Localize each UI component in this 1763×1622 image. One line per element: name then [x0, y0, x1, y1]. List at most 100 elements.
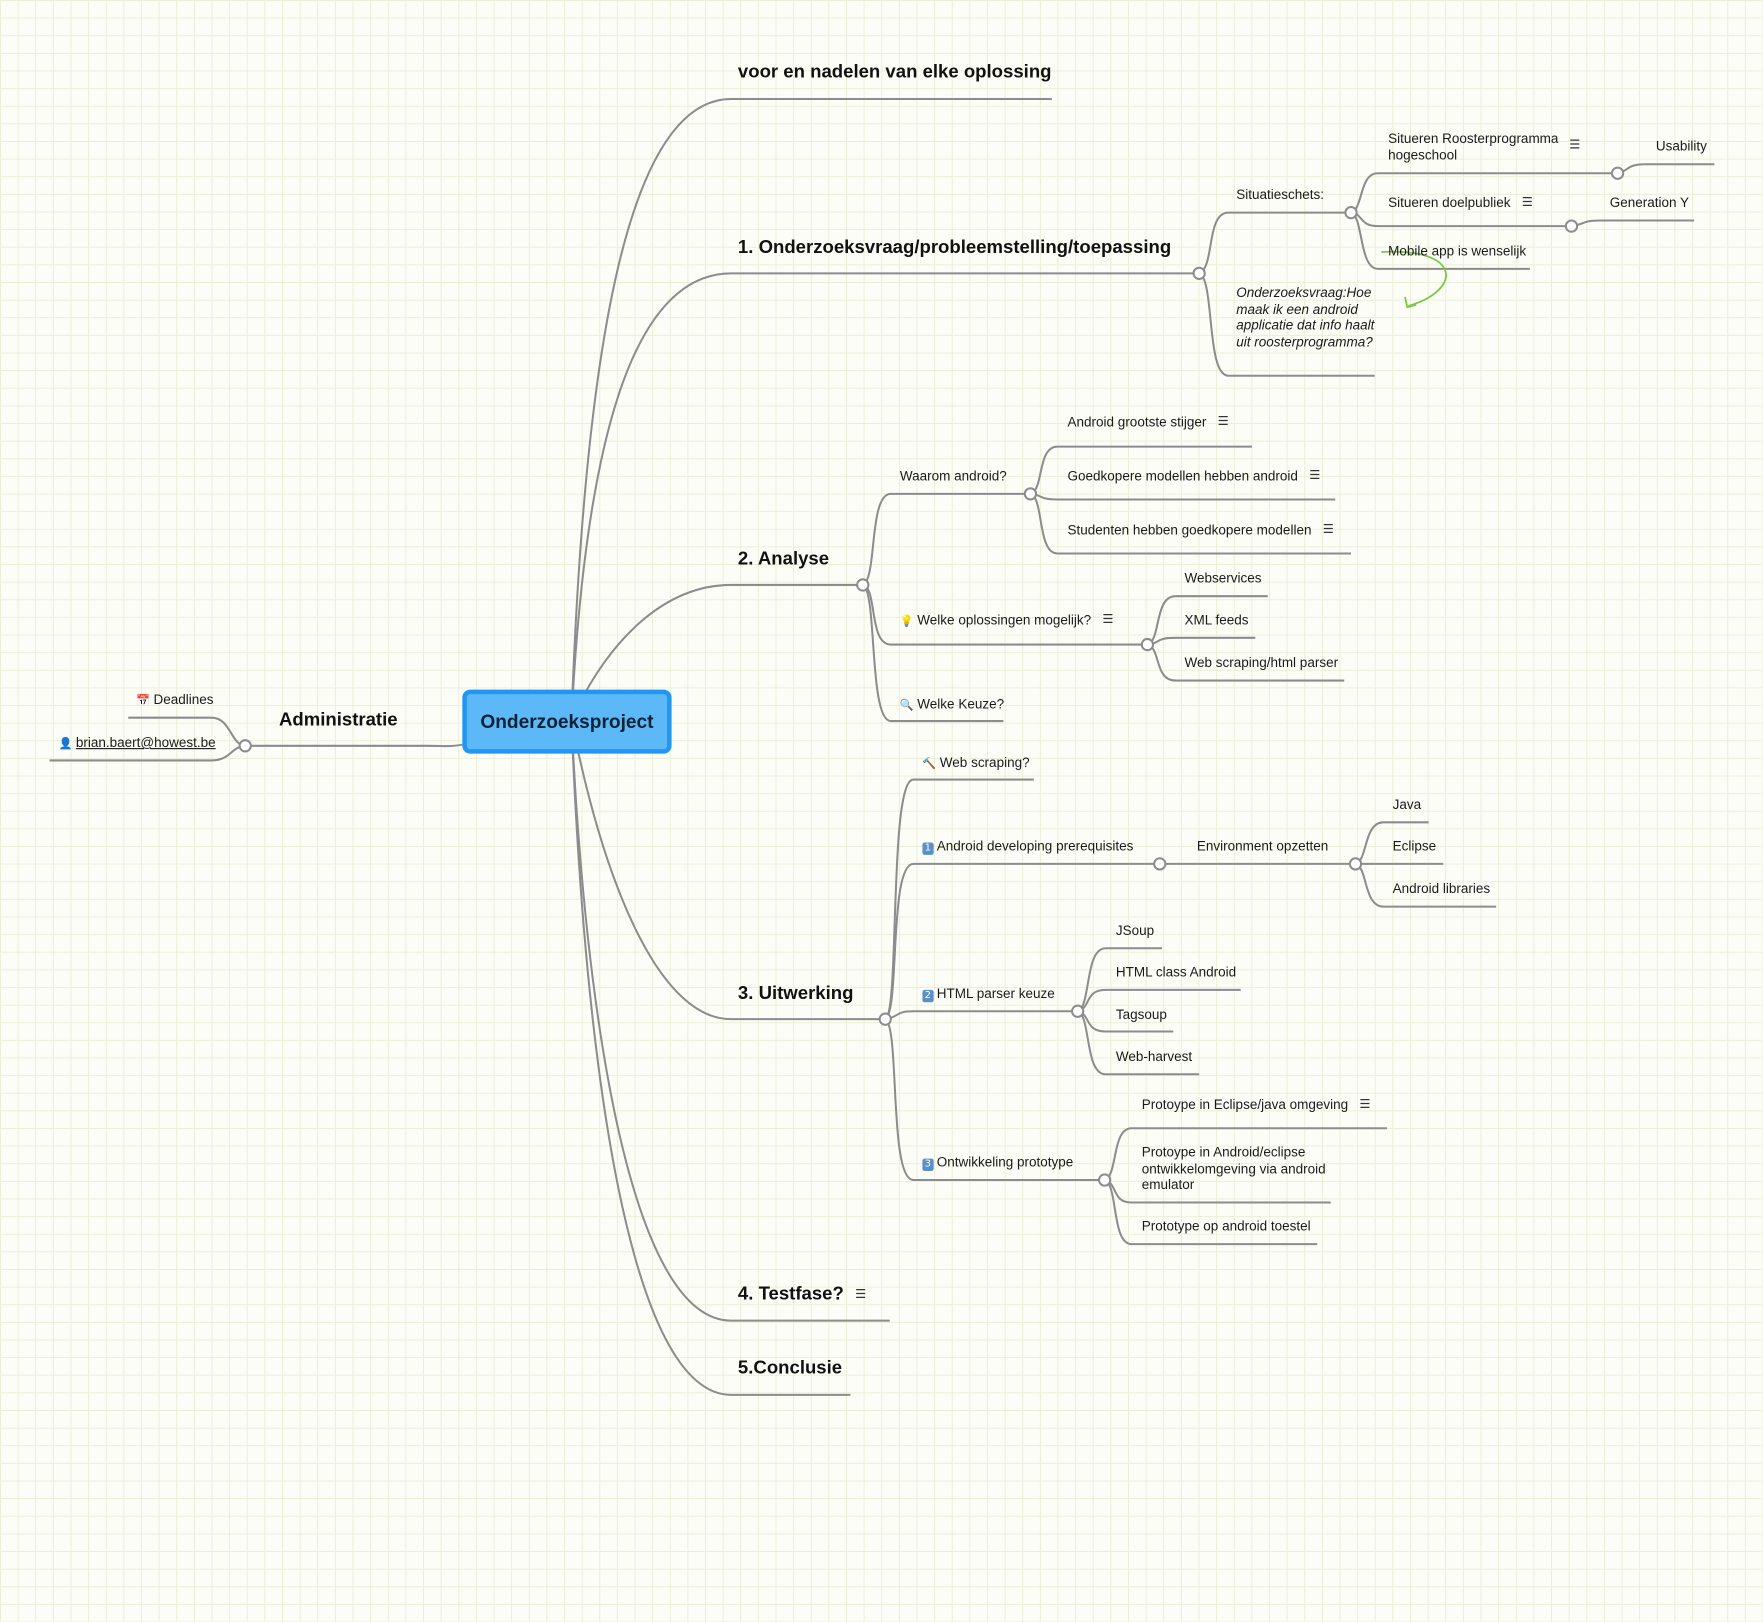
- topic-conclusie[interactable]: 5.Conclusie: [737, 1357, 843, 1379]
- welke-keuze-label: Welke Keuze?: [917, 696, 1005, 713]
- situeren-rooster-label: Situeren Roosterprogramma hogeschool: [1388, 130, 1559, 163]
- subtopic-situeren-rooster[interactable]: Situeren Roosterprogramma hogeschool: [1388, 130, 1568, 163]
- connector-situatieschets: [1198, 211, 1352, 275]
- note-icon[interactable]: ☰: [1569, 137, 1581, 152]
- connector-web-scraping: [884, 778, 1034, 1021]
- subtopic-email[interactable]: 👤brian.baert@howest.be: [58, 735, 215, 751]
- junction-env: [1348, 857, 1363, 871]
- subtopic-prototype-eclipse[interactable]: Protoype in Eclipse/java omgeving ☰: [1142, 1097, 1371, 1113]
- connector-prereq: [884, 862, 1160, 1021]
- subtopic-generation-y[interactable]: Generation Y: [1609, 194, 1690, 211]
- calendar-icon: 📅: [136, 695, 151, 708]
- android-prerequisites-label: Android developing prerequisites: [936, 838, 1134, 854]
- junction-analyse: [856, 578, 870, 592]
- relationship-arrow: [1381, 250, 1447, 307]
- junction-waarom: [1023, 487, 1038, 501]
- connector-waarom: [862, 492, 1031, 586]
- subtopic-environment-opzetten[interactable]: Environment opzetten: [1196, 838, 1329, 854]
- subtopic-onderzoeksvraag-text[interactable]: Onderzoeksvraag:Hoe maak ik een android …: [1236, 284, 1375, 350]
- subtopic-android-grootste-stijger[interactable]: Android grootste stijger☰: [1068, 414, 1229, 430]
- connector-welke-keuze: [862, 584, 1004, 723]
- note-icon[interactable]: ☰: [1359, 1096, 1371, 1112]
- subtopic-tagsoup[interactable]: Tagsoup: [1115, 1006, 1167, 1023]
- subtopic-html-class-android[interactable]: HTML class Android: [1115, 964, 1237, 980]
- connector-analyse: [570, 583, 863, 721]
- connector-parser: [885, 1010, 1078, 1021]
- email-link[interactable]: brian.baert@howest.be: [75, 734, 216, 751]
- subtopic-deadlines[interactable]: 📅Deadlines: [136, 692, 213, 708]
- note-icon[interactable]: ☰: [1217, 413, 1229, 429]
- subtopic-goedkopere-modellen[interactable]: Goedkopere modellen hebben android ☰: [1068, 468, 1321, 484]
- subtopic-eclipse[interactable]: Eclipse: [1392, 838, 1437, 854]
- topic-voor-nadelen[interactable]: voor en nadelen van elke oplossing: [737, 61, 1052, 83]
- junction-situeren-rooster: [1610, 166, 1625, 180]
- junction-uitwerking: [878, 1012, 892, 1026]
- connector-usability: [1617, 163, 1715, 175]
- subtopic-situatieschets[interactable]: Situatieschets:: [1236, 186, 1325, 203]
- junction-administratie: [238, 739, 252, 753]
- studenten-goedkopere-label: Studenten hebben goedkopere modellen: [1067, 521, 1312, 538]
- connector-generation-y: [1571, 219, 1695, 228]
- connector-waarom-2: [1030, 492, 1336, 501]
- situeren-doelpubliek-label: Situeren doelpubliek: [1388, 194, 1511, 211]
- connector-situeren-doelpubliek: [1350, 211, 1572, 228]
- connector-testfase: [570, 719, 890, 1322]
- welke-oplossingen-label: Welke oplossingen mogelijk?: [917, 611, 1092, 628]
- connector-lines: [49, 97, 1715, 1396]
- central-topic-label: Onderzoeksproject: [480, 710, 654, 732]
- note-icon[interactable]: ☰: [1309, 467, 1321, 483]
- subtopic-prototype-toestel[interactable]: Prototype op android toestel: [1141, 1218, 1311, 1235]
- magnifier-icon: 🔍: [899, 699, 914, 713]
- subtopic-web-scraping-parser[interactable]: Web scraping/html parser: [1184, 654, 1339, 671]
- person-icon: 👤: [58, 737, 73, 751]
- subtopic-web-harvest[interactable]: Web-harvest: [1115, 1048, 1193, 1065]
- number-1-icon: 1: [922, 842, 934, 855]
- subtopic-xml-feeds[interactable]: XML feeds: [1184, 611, 1249, 628]
- connector-opl-2: [1147, 636, 1256, 646]
- junction-parser: [1071, 1004, 1085, 1018]
- junction-prereq: [1153, 857, 1167, 871]
- subtopic-studenten-goedkopere[interactable]: Studenten hebben goedkopere modellen ☰: [1068, 522, 1334, 538]
- subtopic-web-scraping[interactable]: 🔨Web scraping?: [922, 755, 1029, 771]
- junction-welke-oplossingen: [1140, 637, 1155, 652]
- topic-analyse[interactable]: 2. Analyse: [737, 548, 830, 570]
- ontwikkeling-prototype-label: Ontwikkeling prototype: [936, 1154, 1074, 1170]
- note-icon[interactable]: ☰: [1322, 521, 1334, 537]
- subtopic-webservices[interactable]: Webservices: [1184, 570, 1262, 587]
- junction-situeren-doelpubliek: [1564, 219, 1579, 233]
- note-icon[interactable]: ☰: [855, 1286, 867, 1302]
- central-topic[interactable]: Onderzoeksproject: [462, 689, 672, 754]
- subtopic-welke-keuze[interactable]: 🔍Welke Keuze?: [900, 696, 1004, 712]
- connector-mobile-app: [1350, 211, 1530, 270]
- topic-testfase[interactable]: 4. Testfase?☰: [738, 1284, 866, 1305]
- junction-situatieschets: [1344, 205, 1358, 220]
- subtopic-waarom-android[interactable]: Waarom android?: [899, 467, 1007, 484]
- hammer-icon: 🔨: [922, 758, 937, 771]
- junction-onderzoeksvraag: [1192, 266, 1206, 280]
- topic-administratie[interactable]: Administratie: [278, 709, 398, 731]
- subtopic-prototype-emulator[interactable]: Protoype in Android/eclipse ontwikkelomg…: [1141, 1144, 1326, 1193]
- number-2-icon: 2: [922, 989, 934, 1003]
- subtopic-jsoup[interactable]: JSoup: [1115, 922, 1155, 939]
- connector-uitwerking: [570, 719, 886, 1021]
- topic-onderzoeksvraag[interactable]: 1. Onderzoeksvraag/probleemstelling/toep…: [737, 237, 1172, 258]
- subtopic-java[interactable]: Java: [1392, 796, 1422, 813]
- subtopic-situeren-doelpubliek[interactable]: Situeren doelpubliek ☰: [1388, 195, 1533, 211]
- html-parser-keuze-label: HTML parser keuze: [936, 985, 1055, 1002]
- subtopic-mobile-app[interactable]: Mobile app is wenselijk: [1388, 242, 1527, 259]
- topic-uitwerking[interactable]: 3. Uitwerking: [737, 983, 854, 1004]
- subtopic-welke-oplossingen[interactable]: 💡Welke oplossingen mogelijk? ☰: [900, 612, 1114, 628]
- junction-prototype: [1098, 1173, 1112, 1187]
- lightbulb-icon: 💡: [899, 615, 914, 628]
- subtopic-android-libraries[interactable]: Android libraries: [1392, 880, 1491, 897]
- goedkopere-modellen-label: Goedkopere modellen hebben android: [1067, 467, 1298, 484]
- prototype-eclipse-label: Protoype in Eclipse/java omgeving: [1141, 1096, 1349, 1113]
- note-icon[interactable]: ☰: [1102, 611, 1114, 627]
- relationship-arrowhead: [1404, 296, 1417, 309]
- subtopic-usability[interactable]: Usability: [1655, 138, 1707, 155]
- note-icon[interactable]: ☰: [1521, 194, 1533, 210]
